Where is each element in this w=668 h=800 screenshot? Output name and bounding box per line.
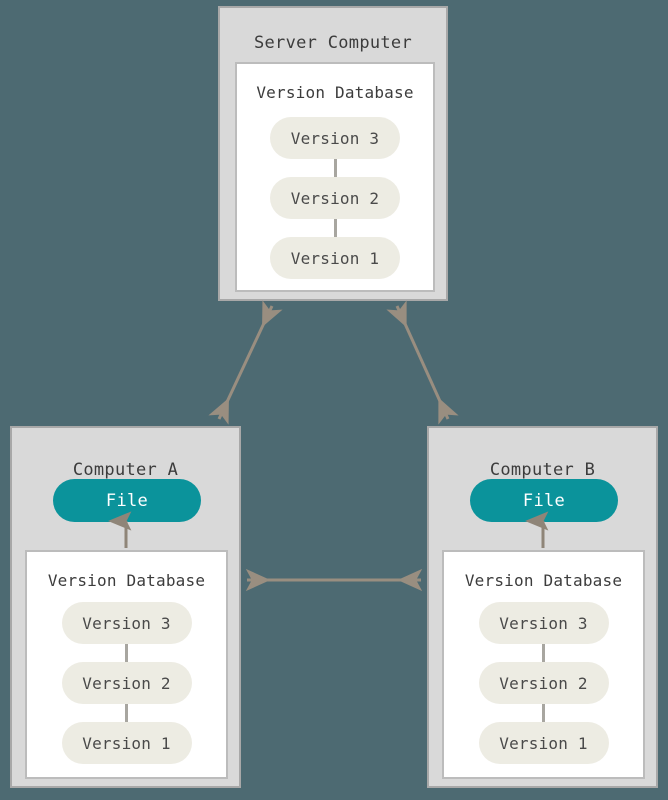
- server-version-database-title: Version Database: [256, 83, 414, 102]
- server-version-list: Version 3 Version 2 Version 1: [237, 117, 433, 279]
- computer-b-file-pill: File: [470, 479, 618, 522]
- version-pill: Version 2: [478, 662, 609, 704]
- computer-b-version-list: Version 3 Version 2 Version 1: [444, 602, 643, 764]
- version-pill: Version 1: [478, 722, 609, 764]
- version-connector: [125, 704, 128, 722]
- computer-b-version-database-title: Version Database: [464, 571, 623, 590]
- computer-b-box: Computer B File Version Database Version…: [427, 426, 658, 788]
- computer-a-version-list: Version 3 Version 2 Version 1: [27, 602, 226, 764]
- version-pill: Version 1: [61, 722, 192, 764]
- version-pill: Version 1: [270, 237, 400, 279]
- version-pill: Version 2: [270, 177, 400, 219]
- computer-a-version-database-title: Version Database: [47, 571, 206, 590]
- version-pill: Version 3: [270, 117, 400, 159]
- version-connector: [333, 219, 337, 237]
- computer-a-version-database-box: Version Database Version 3 Version 2 Ver…: [25, 550, 228, 779]
- server-version-database-box: Version Database Version 3 Version 2 Ver…: [235, 62, 435, 292]
- version-connector: [125, 644, 128, 662]
- computer-a-box: Computer A File Version Database Version…: [10, 426, 241, 788]
- server-computer-title: Server Computer: [253, 33, 413, 53]
- version-pill: Version 3: [61, 602, 192, 644]
- version-connector: [542, 704, 545, 722]
- server-to-computer-a-arrow: [208, 300, 283, 425]
- version-pill: Version 3: [478, 602, 609, 644]
- computer-b-title: Computer B: [489, 460, 596, 480]
- server-computer-box: Server Computer Version Database Version…: [218, 6, 448, 301]
- server-to-computer-b-arrow: [386, 300, 459, 425]
- computer-a-file-pill: File: [53, 479, 201, 522]
- computer-a-title: Computer A: [72, 460, 179, 480]
- computer-b-version-database-box: Version Database Version 3 Version 2 Ver…: [442, 550, 645, 779]
- version-connector: [333, 159, 337, 177]
- version-pill: Version 2: [61, 662, 192, 704]
- version-connector: [542, 644, 545, 662]
